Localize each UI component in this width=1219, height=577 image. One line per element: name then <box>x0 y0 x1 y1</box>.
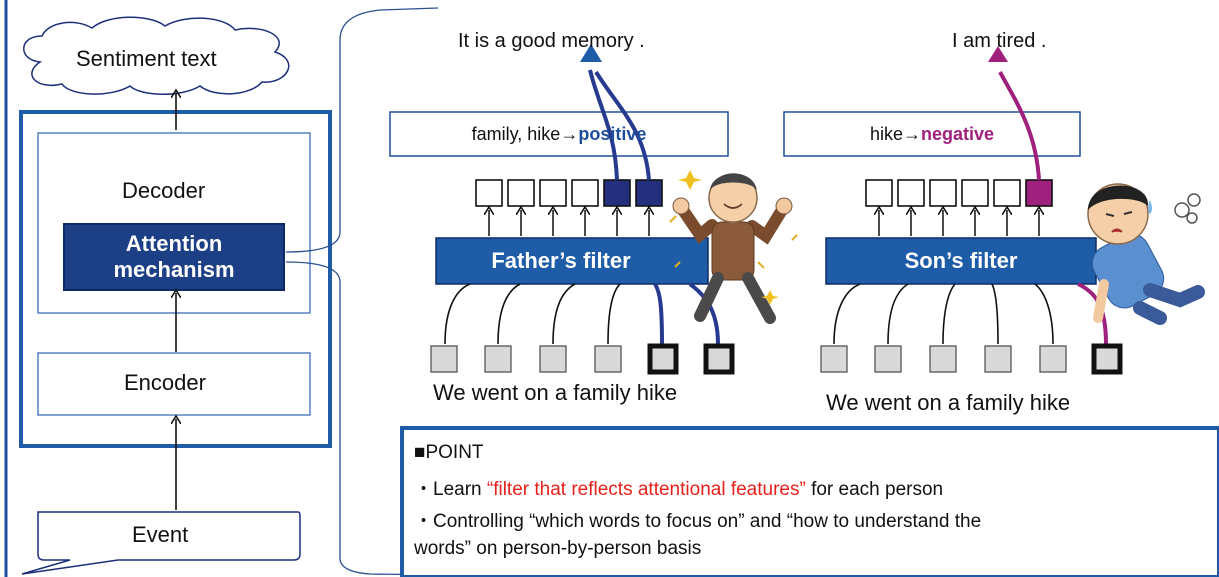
father-output-arrowhead <box>580 44 602 62</box>
sentiment-cloud-shape <box>23 16 290 95</box>
attention-line1: Attention <box>125 231 223 256</box>
son-output-path <box>998 71 1041 181</box>
point-box <box>400 426 1219 577</box>
point-line1: ・Learn “filter that reflects attentional… <box>414 474 943 501</box>
zoom-bracket-bottom <box>285 261 441 576</box>
father-label-prefix: family, hike→ <box>471 123 579 144</box>
son-label-sentiment: negative <box>921 123 995 144</box>
sentiment-text-label: Sentiment text <box>76 46 217 71</box>
event-callout-shape <box>21 511 301 575</box>
point-line1-highlight: “filter that reflects attentional featur… <box>486 479 806 500</box>
father-input-sentence: We went on a family hike <box>433 380 678 405</box>
son-input-lines <box>833 283 1054 345</box>
attention-line2: mechanism <box>113 257 235 282</box>
son-filter-bar <box>825 237 1097 285</box>
son-label: hike→negative <box>784 112 1080 156</box>
tired-son-illustration <box>1087 183 1205 325</box>
father-output-squares <box>475 179 663 207</box>
father-filter-label: Father’s filter <box>491 248 631 273</box>
father-output-sentence: It is a good memory . <box>458 30 645 52</box>
point-heading: ■POINT <box>414 442 484 463</box>
zoom-bracket-top <box>285 7 439 253</box>
encoder-box <box>37 352 311 416</box>
point-line2a: ・Controlling “which words to focus on” a… <box>414 511 982 532</box>
father-filter-arrows <box>489 210 649 236</box>
point-line2b: words” on person-by-person basis <box>414 538 702 559</box>
father-output-path <box>588 69 619 181</box>
encoder-label: Encoder <box>124 370 206 395</box>
son-output-arrowhead <box>988 46 1008 62</box>
son-input-squares <box>820 343 1123 375</box>
father-filter-bar <box>435 237 709 285</box>
son-input-sentence: We went on a family hike <box>826 390 1071 415</box>
attention-label: Attention mechanism <box>64 224 284 290</box>
father-input-squares <box>430 343 735 375</box>
son-filter-arrows <box>879 210 1039 236</box>
son-label-prefix: hike→ <box>869 123 921 144</box>
son-output-sentence: I am tired . <box>952 30 1047 52</box>
point-line1-prefix: ・Learn <box>414 479 487 500</box>
point-line1-suffix: for each person <box>805 479 944 500</box>
father-label: family, hike→positive <box>390 112 728 156</box>
son-filter-label: Son’s filter <box>904 248 1018 273</box>
event-label: Event <box>132 522 189 547</box>
father-label-sentiment: positive <box>578 123 647 144</box>
happy-father-illustration <box>669 170 798 324</box>
father-output-path2 <box>594 70 651 181</box>
son-output-squares <box>865 179 1053 207</box>
father-input-lines <box>444 283 621 345</box>
father-label-box <box>389 111 729 157</box>
decoder-label: Decoder <box>122 178 206 203</box>
